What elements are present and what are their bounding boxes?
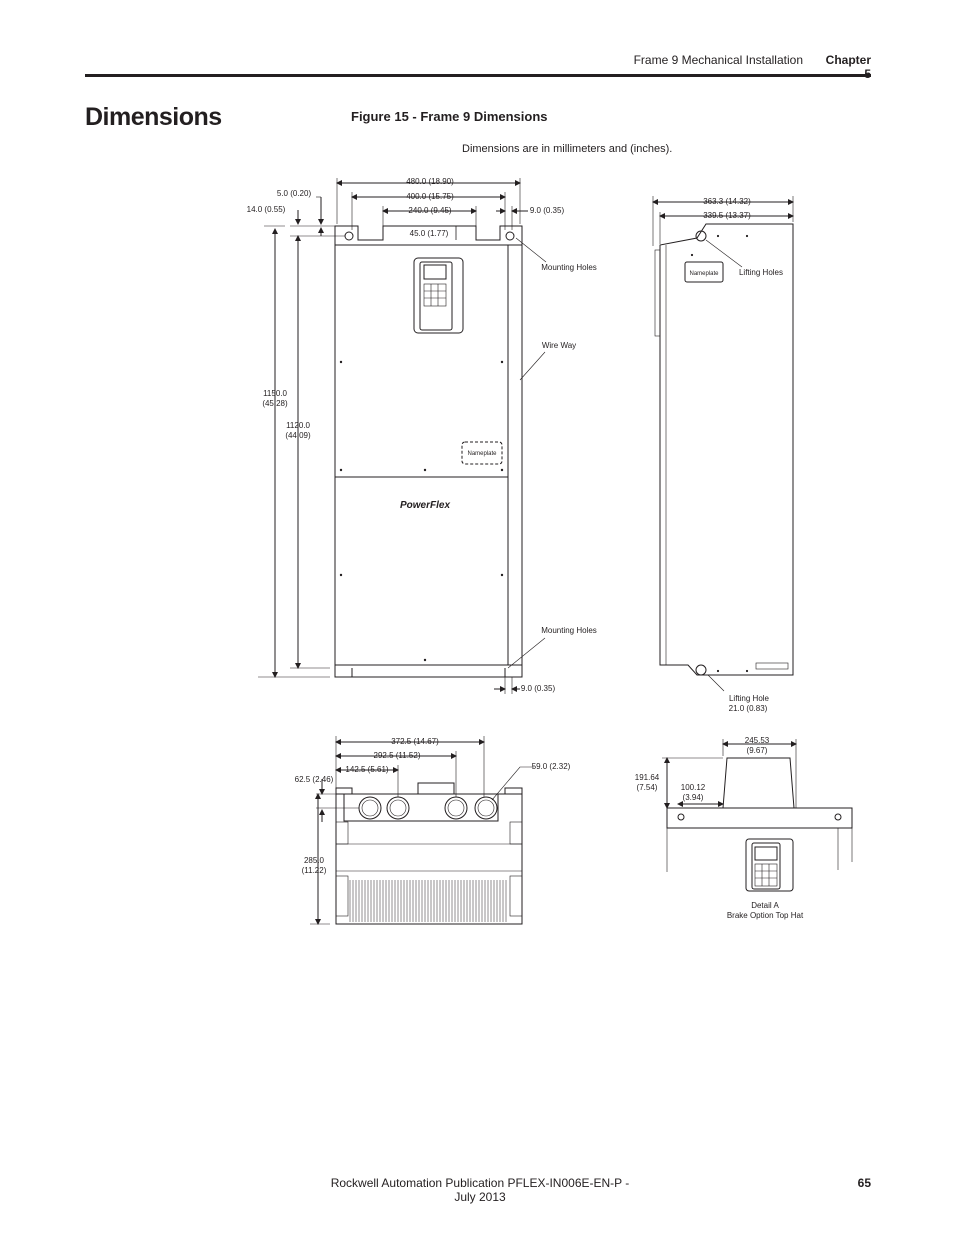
label-wire-way: Wire Way	[542, 341, 576, 350]
dim-1150-mm: 1150.0	[263, 389, 287, 398]
bottom-view	[310, 736, 534, 925]
dim-363: 363.3 (14.32)	[703, 197, 751, 206]
header-rule	[85, 74, 871, 77]
dim-142: 142.5 (5.61)	[345, 765, 388, 774]
dim-400: 400.0 (15.75)	[406, 192, 454, 201]
label-lifting-hole-size: 21.0 (0.83)	[729, 704, 768, 713]
top-hat-outline	[722, 757, 795, 809]
label-mounting-holes-bottom: Mounting Holes	[541, 626, 597, 635]
detail-a-labels: 245.53 (9.67) 191.64 (7.54) 100.12 (3.94…	[635, 736, 804, 920]
dim-5: 5.0 (0.20)	[277, 189, 312, 198]
page-number: 65	[857, 1176, 871, 1190]
keypad-display	[423, 264, 447, 280]
dim-14: 14.0 (0.55)	[247, 205, 286, 214]
heatsink-fins	[349, 880, 507, 922]
side-lifting-hole-top	[695, 230, 707, 242]
footer-publication: Rockwell Automation Publication PFLEX-IN…	[330, 1176, 630, 1204]
label-lifting-holes: Lifting Holes	[739, 268, 783, 277]
detail-a-view	[662, 739, 853, 892]
figure-note: Dimensions are in millimeters and (inche…	[462, 143, 673, 155]
dim-45: 45.0 (1.77)	[410, 229, 449, 238]
label-brake-option: Brake Option Top Hat	[727, 911, 804, 920]
label-detail-a: Detail A	[751, 901, 779, 910]
label-side-nameplate: Nameplate	[689, 271, 719, 277]
side-lifting-hole-bottom	[695, 664, 707, 676]
dim-9-top: 9.0 (0.35)	[530, 206, 565, 215]
dim-1120-mm: 1120.0	[286, 421, 310, 430]
bottom-view-labels: 372.5 (14.67) 292.5 (11.52) 142.5 (5.61)…	[295, 737, 571, 875]
dim-100-in: (3.94)	[683, 793, 704, 802]
label-mounting-holes-top: Mounting Holes	[541, 263, 597, 272]
side-view-labels: 363.3 (14.32) 339.5 (13.37) Nameplate Li…	[689, 197, 783, 713]
conduit-hole-4	[474, 796, 498, 820]
hmi-keypad-outline	[413, 257, 464, 334]
dim-191-in: (7.54)	[637, 783, 658, 792]
dim-285-mm: 285.0	[304, 856, 325, 865]
figure-caption: Figure 15 - Frame 9 Dimensions	[351, 109, 548, 124]
side-drive-body	[659, 223, 794, 676]
wire-way-channel	[507, 244, 523, 666]
logo-powerflex: PowerFlex	[400, 500, 450, 511]
front-view	[258, 178, 547, 694]
dim-1120-in: (44.09)	[285, 431, 311, 440]
dim-62: 62.5 (2.46)	[295, 775, 334, 784]
dim-191-mm: 191.64	[635, 773, 660, 782]
dim-292: 292.5 (11.52)	[374, 751, 421, 760]
label-lifting-hole: Lifting Hole	[729, 694, 770, 703]
front-nameplate-outline	[461, 441, 503, 465]
side-view	[652, 196, 794, 692]
side-nameplate-outline	[684, 261, 724, 283]
dim-245-in: (9.67)	[747, 746, 768, 755]
dim-100-mm: 100.12	[681, 783, 706, 792]
dim-1150-in: (45.28)	[262, 399, 288, 408]
dim-245-mm: 245.53	[745, 736, 770, 745]
running-header-section: Frame 9 Mechanical Installation	[633, 53, 803, 67]
dim-339: 339.5 (13.37)	[703, 211, 751, 220]
label-front-nameplate: Nameplate	[467, 451, 497, 457]
section-title: Dimensions	[85, 103, 222, 131]
dim-480: 480.0 (18.90)	[406, 177, 454, 186]
dim-285-in: (11.22)	[302, 866, 327, 875]
dim-240: 240.0 (9.45)	[408, 206, 451, 215]
dim-59: 59.0 (2.32)	[532, 762, 571, 771]
front-view-labels: 480.0 (18.90) 400.0 (15.75) 240.0 (9.45)…	[247, 177, 597, 693]
dim-9-bottom: 9.0 (0.35)	[521, 684, 556, 693]
dim-372: 372.5 (14.67)	[391, 737, 439, 746]
